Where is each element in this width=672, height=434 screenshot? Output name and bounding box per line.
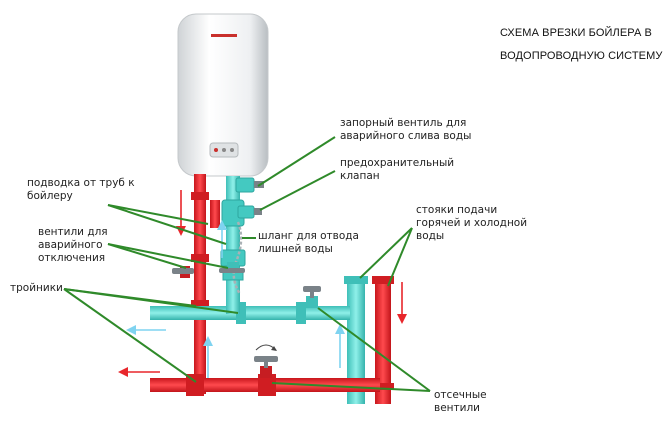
label-safety-valve: предохранительный клапан: [340, 157, 455, 182]
boiler-logo-icon: [211, 34, 237, 37]
cutoff-valve-cold-icon: [303, 286, 321, 308]
boiler: [177, 13, 269, 177]
cold-horizontal-pipe: [150, 302, 350, 324]
hot-supply-pipe: [191, 174, 220, 394]
hot-down-arrow-icon-right: [397, 282, 407, 324]
hot-left-arrow-icon: [118, 367, 160, 377]
cold-left-arrow-icon: [126, 325, 166, 335]
cold-supply-pipe: [220, 176, 246, 314]
emergency-valve-cold-icon: [219, 262, 245, 273]
safety-valve-icon: [237, 205, 262, 219]
cutoff-valve-hot-icon: [254, 344, 278, 378]
cold-up-arrow-icon-left: [203, 336, 213, 378]
flow-arrows: [118, 190, 407, 378]
label-tees: тройники: [10, 282, 63, 294]
diagram-title: СХЕМА ВРЕЗКИ БОЙЛЕРА В ВОДОПРОВОДНУЮ СИС…: [500, 27, 663, 62]
hot-riser-pipe: [372, 276, 394, 404]
label-hose: шланг для отвода лишней воды: [258, 230, 359, 255]
label-risers: стояки подачи горячей и холодной воды: [416, 204, 528, 242]
label-shutoff-valve: запорный вентиль для аварийного слива во…: [340, 117, 472, 142]
hot-horizontal-pipe: [150, 374, 380, 396]
emergency-valve-hot-icon: [172, 266, 194, 278]
label-emergency-valves: вентили для аварийного отключения: [38, 226, 108, 264]
cold-up-arrow-icon-right: [335, 324, 345, 368]
label-cutoff-valves: отсечные вентили: [434, 389, 487, 414]
label-supply: подводка от труб к бойлеру: [27, 177, 135, 202]
leader-lines: [63, 136, 431, 392]
